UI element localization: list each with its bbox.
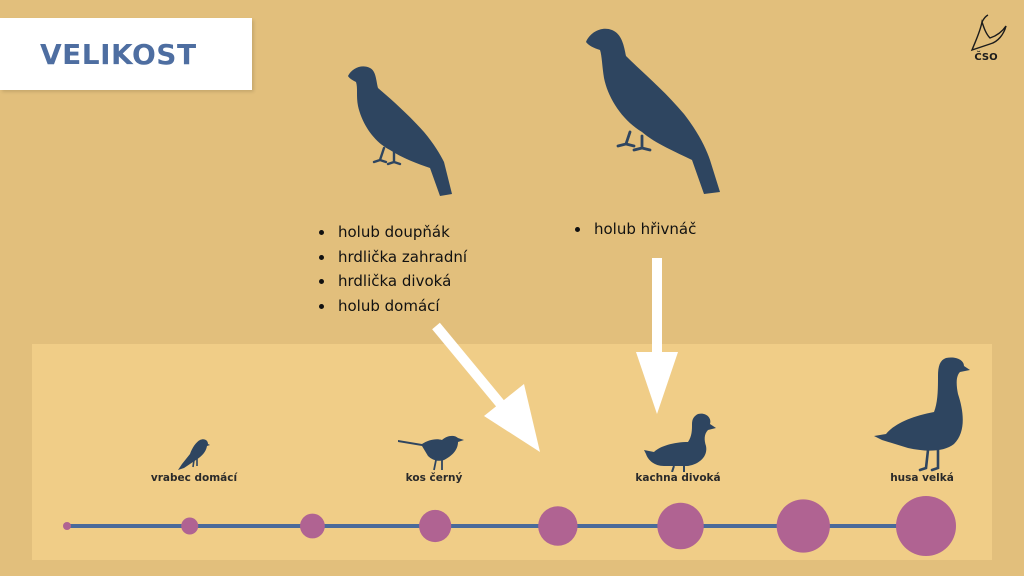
blackbird-icon [398,435,464,471]
sparrow-icon [178,439,210,470]
list-item: holub hřivnáč [568,217,696,242]
scale-circle [776,499,830,553]
list-item: holub domácí [312,294,467,319]
bird-label: vrabec domácí [150,472,238,484]
scale-circle [419,509,452,543]
list-item: hrdlička zahradní [312,245,467,270]
wood-pigeon-icon [586,28,720,195]
scale-circles [63,496,956,556]
scale-circle [300,513,325,539]
pigeon-icon [348,66,452,196]
title-box: VELIKOST [0,18,252,90]
duck-icon [644,413,716,472]
scale-circle [657,502,704,550]
logo-text: ČSO [974,52,998,63]
left-species-list: holub doupňák hrdlička zahradní hrdlička… [312,220,467,318]
bird-label: husa velká [890,472,954,484]
scale-circle [63,522,71,530]
list-item: holub doupňák [312,220,467,245]
bird-label: kachna divoká [635,472,721,484]
bird-label: kos černý [405,472,463,484]
goose-icon [874,357,970,472]
logo: ČSO [962,14,1010,68]
scale-circle [896,496,956,556]
scale-circle [181,517,199,535]
bird-logo-icon [970,14,1007,52]
right-species-list: holub hřivnáč [568,217,696,242]
scale-circle [538,506,578,546]
list-item: hrdlička divoká [312,269,467,294]
page-title: VELIKOST [40,38,197,71]
